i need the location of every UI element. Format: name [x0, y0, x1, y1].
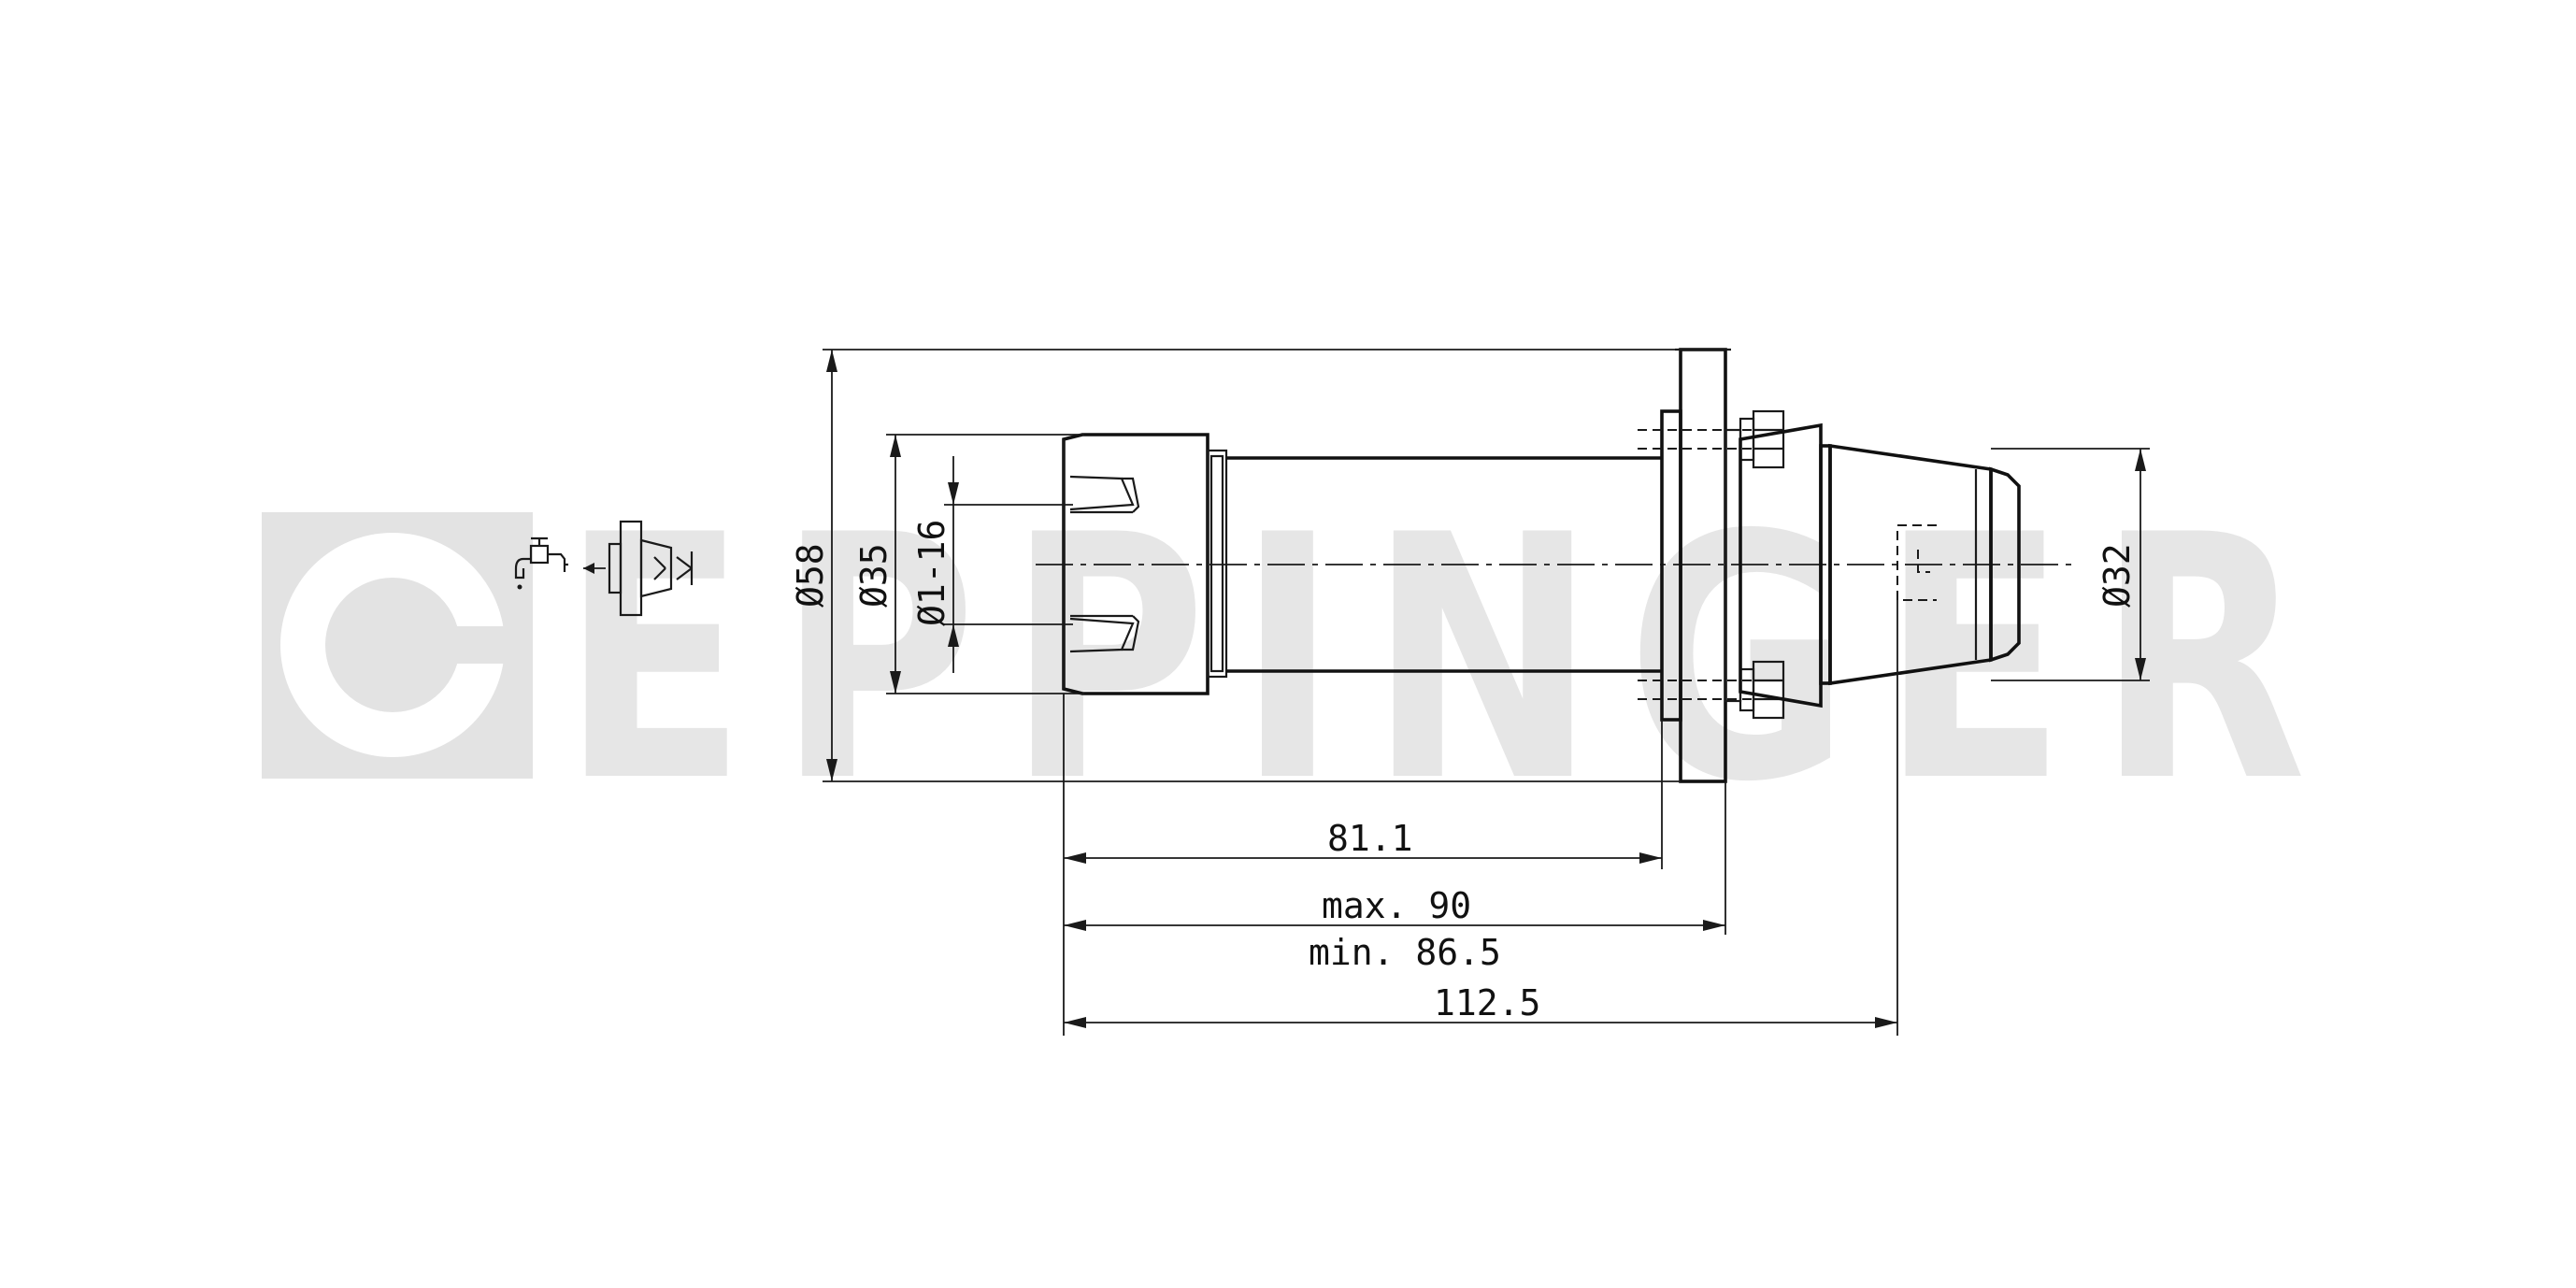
watermark-brand-text: EPPINGER	[561, 464, 2337, 855]
coolant-bore-hidden	[1896, 524, 1937, 601]
extension-lines	[1063, 600, 1898, 1036]
collet-icon	[608, 520, 694, 617]
dim-length-90: max. 90 min. 86.5	[1064, 885, 1725, 973]
label-diameter-32: Ø32	[2097, 543, 2138, 608]
extension-shaft	[1226, 456, 1662, 673]
nut-ring	[1206, 449, 1228, 679]
lower-screw	[1638, 660, 1785, 720]
dim-length-81-1: 81.1	[1064, 818, 1662, 864]
dim-diameter-32: Ø32	[1991, 448, 2150, 681]
dim-diameter-1-16: Ø1-16	[911, 456, 1073, 673]
vdi-shank	[1739, 422, 2021, 708]
dim-diameter-35: Ø35	[853, 434, 1084, 694]
label-length-112-5: 112.5	[1434, 982, 1540, 1023]
tool-holder	[1062, 348, 2021, 783]
dim-diameter-58: Ø58	[790, 349, 1681, 782]
label-diameter-58: Ø58	[790, 543, 831, 608]
water-tap-icon	[514, 537, 568, 590]
label-diameter-35: Ø35	[853, 543, 894, 608]
coolant-flow-arrow	[583, 563, 606, 574]
label-diameter-1-16: Ø1-16	[911, 520, 952, 626]
upper-screw	[1638, 409, 1785, 469]
label-length-81-1: 81.1	[1327, 818, 1413, 859]
label-length-max: max. 90	[1322, 885, 1471, 926]
dim-length-112-5: 112.5	[1064, 982, 1897, 1028]
watermark-logo: EPPINGER	[262, 464, 2337, 855]
label-length-min: min. 86.5	[1309, 932, 1501, 973]
